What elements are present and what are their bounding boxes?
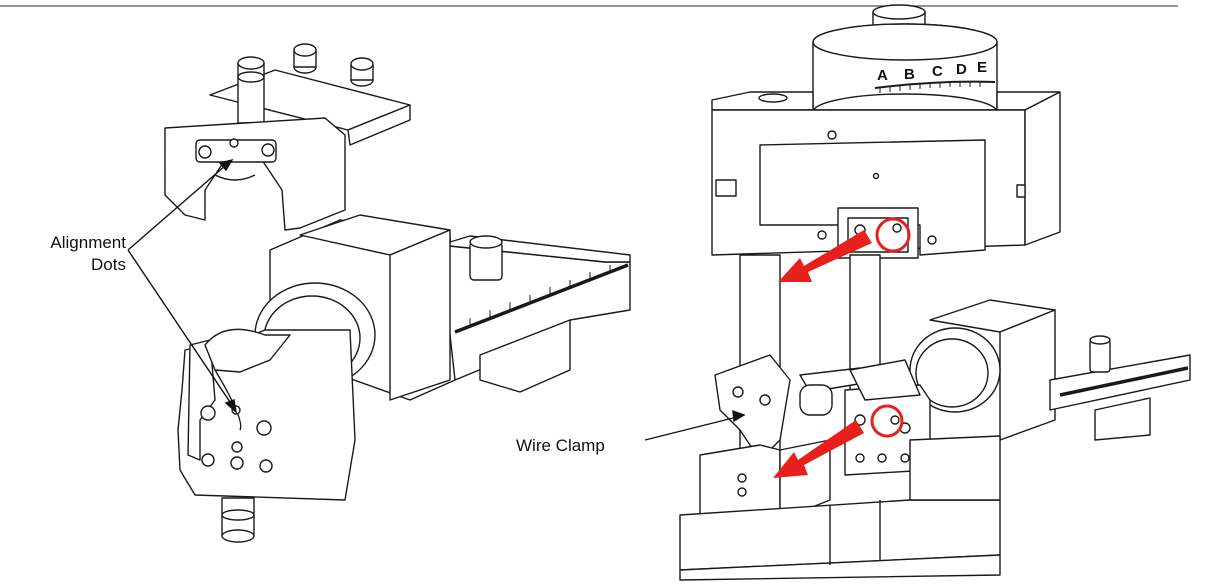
red-arrow-upper xyxy=(778,230,872,282)
dial-letter-e: E xyxy=(977,59,987,76)
alignment-dots-label: Alignment Dots xyxy=(8,232,126,276)
left-applicator-assembly xyxy=(164,43,631,543)
alignment-label-line1: Alignment xyxy=(50,233,126,252)
dial-letter-c: C xyxy=(932,63,943,80)
right-press-assembly xyxy=(679,4,1191,581)
alignment-leader-lines xyxy=(127,158,238,414)
alignment-label-line2: Dots xyxy=(91,255,126,274)
dial-letter-b: B xyxy=(904,66,915,83)
wire-clamp-label: Wire Clamp xyxy=(516,436,605,455)
highlight-circle-upper xyxy=(875,217,911,253)
highlight-markers xyxy=(773,217,911,478)
dial-letter-d: D xyxy=(956,61,967,78)
red-arrow-lower xyxy=(773,420,864,478)
dial-letters: A B C D E xyxy=(877,59,987,84)
dial-letter-a: A xyxy=(877,67,888,84)
wire-clamp-leader xyxy=(644,409,746,441)
highlight-circle-lower xyxy=(870,404,904,438)
